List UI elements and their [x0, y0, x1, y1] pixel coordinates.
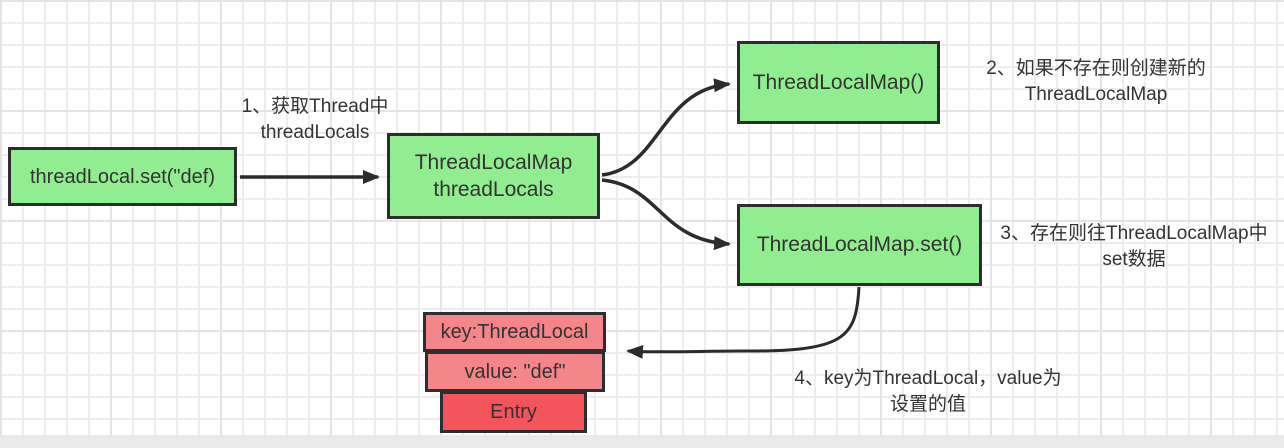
node-threadlocalmap-threadlocals: ThreadLocalMap threadLocals — [387, 133, 600, 219]
canvas-bottom-strip — [0, 435, 1284, 448]
arrow-map-to-ctor — [601, 78, 731, 177]
annotation-step3: 3、存在则往ThreadLocalMap中 set数据 — [1000, 223, 1268, 270]
node-entry-value: value: "def" — [425, 351, 605, 392]
annotation-step4: 4、key为ThreadLocal，value为 设置的值 — [794, 368, 1062, 415]
node-entry: Entry — [440, 391, 587, 433]
node-threadlocalmap-constructor: ThreadLocalMap() — [737, 41, 940, 124]
annotation-step1: 1、获取Thread中 threadLocals — [241, 96, 389, 143]
annotation-step2: 2、如果不存在则创建新的 ThreadLocalMap — [986, 58, 1206, 105]
node-threadlocal-set: threadLocal.set("def) — [8, 147, 237, 206]
node-threadlocalmap-set: ThreadLocalMap.set() — [737, 204, 982, 286]
arrow-mapset-to-entry — [626, 286, 861, 359]
node-entry-key: key:ThreadLocal — [423, 312, 606, 352]
arrow-map-to-mapset — [601, 178, 731, 251]
